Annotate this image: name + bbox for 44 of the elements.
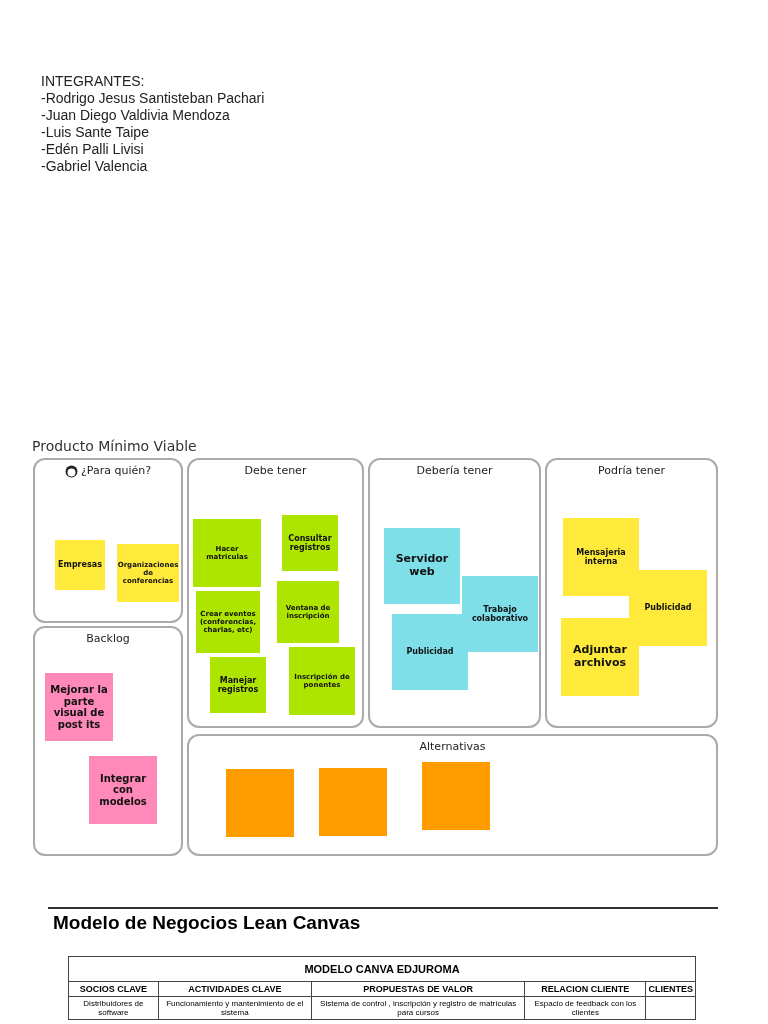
- sticky-note: Publicidad: [392, 614, 468, 690]
- sticky-note: Trabajo colaborativo: [462, 576, 538, 652]
- table-cell: Espacio de feedback con los clientes: [524, 996, 646, 1020]
- section-heading: ¿Para quién?: [80, 464, 152, 477]
- table-cell: Sistema de control , inscripción y registro de matrículas para cursos: [311, 996, 525, 1020]
- sticky-note: Manejar registros: [210, 657, 266, 713]
- table-header: MODELO CANVA EDJUROMA: [68, 956, 696, 982]
- sticky-note: Mensajeria interna: [563, 518, 639, 596]
- table-cell: Funcionamiento y mantenimiento de el sistema: [158, 996, 312, 1020]
- member-name: -Rodrigo Jesus Santisteban Pachari: [41, 90, 265, 106]
- sticky-note: Adjuntar archivos: [561, 618, 639, 696]
- board-section: [33, 458, 183, 623]
- section-heading: Podría tener: [597, 464, 666, 477]
- table-header: SOCIOS CLAVE: [68, 981, 159, 997]
- table-cell: Distribuidores de software: [68, 996, 159, 1020]
- blank-sticky-note: [319, 768, 387, 836]
- board-section: [187, 458, 364, 728]
- sticky-note: Consultar registros: [282, 515, 338, 571]
- sticky-note: Servidor web: [384, 528, 460, 604]
- sticky-note: Empresas: [55, 540, 105, 590]
- board-section: [545, 458, 718, 728]
- sticky-note: Integrar con modelos: [89, 756, 157, 824]
- table-header: ACTIVIDADES CLAVE: [158, 981, 312, 997]
- section-heading: Alternativas: [419, 740, 486, 753]
- member-name: -Juan Diego Valdivia Mendoza: [41, 107, 230, 123]
- board-title: Producto Mínimo Viable: [32, 438, 197, 454]
- section-title: Modelo de Negocios Lean Canvas: [53, 912, 361, 934]
- board-section: [187, 734, 718, 856]
- section-heading: Debe tener: [244, 464, 307, 477]
- section-heading: Backlog: [86, 632, 130, 645]
- sticky-note: Publicidad: [629, 570, 707, 646]
- member-name: -Edén Palli Livisi: [41, 141, 144, 157]
- list-heading: INTEGRANTES:: [41, 73, 145, 89]
- blank-sticky-note: [422, 762, 490, 830]
- table-header: PROPUESTAS DE VALOR: [311, 981, 525, 997]
- member-name: -Luis Sante Taipe: [41, 124, 149, 140]
- table-header: RELACION CLIENTE: [524, 981, 646, 997]
- blank-sticky-note: [226, 769, 294, 837]
- member-name: -Gabriel Valencia: [41, 158, 148, 174]
- section-heading: Debería tener: [416, 464, 493, 477]
- board-section: [368, 458, 541, 728]
- sticky-note: Mejorar la parte visual de post its: [45, 673, 113, 741]
- board-section: [33, 626, 183, 856]
- table-header: CLIENTES: [645, 981, 696, 997]
